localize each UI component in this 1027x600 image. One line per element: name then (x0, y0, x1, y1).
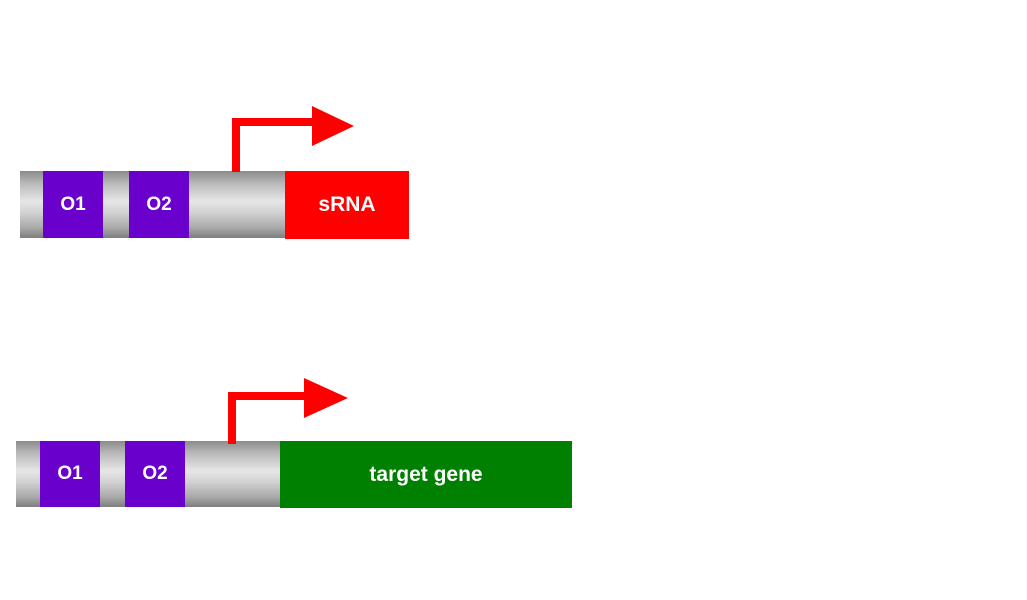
promoter-arrow-icon (232, 106, 354, 172)
operator-o2: O2 (125, 441, 185, 507)
operator-o2-label: O2 (142, 463, 168, 484)
operator-o1-label: O1 (57, 463, 83, 484)
operator-o1-label: O1 (60, 193, 86, 215)
srna-gene-label: sRNA (318, 193, 376, 216)
target-gene-label: target gene (369, 462, 483, 486)
operator-o1: O1 (40, 441, 100, 507)
operator-o1: O1 (43, 171, 103, 238)
promoter-arrow-icon (228, 378, 348, 444)
srna-gene-box: sRNA (285, 171, 409, 239)
target-gene-box: target gene (280, 441, 572, 508)
operator-o2-label: O2 (146, 193, 172, 215)
operator-o2: O2 (129, 171, 189, 238)
